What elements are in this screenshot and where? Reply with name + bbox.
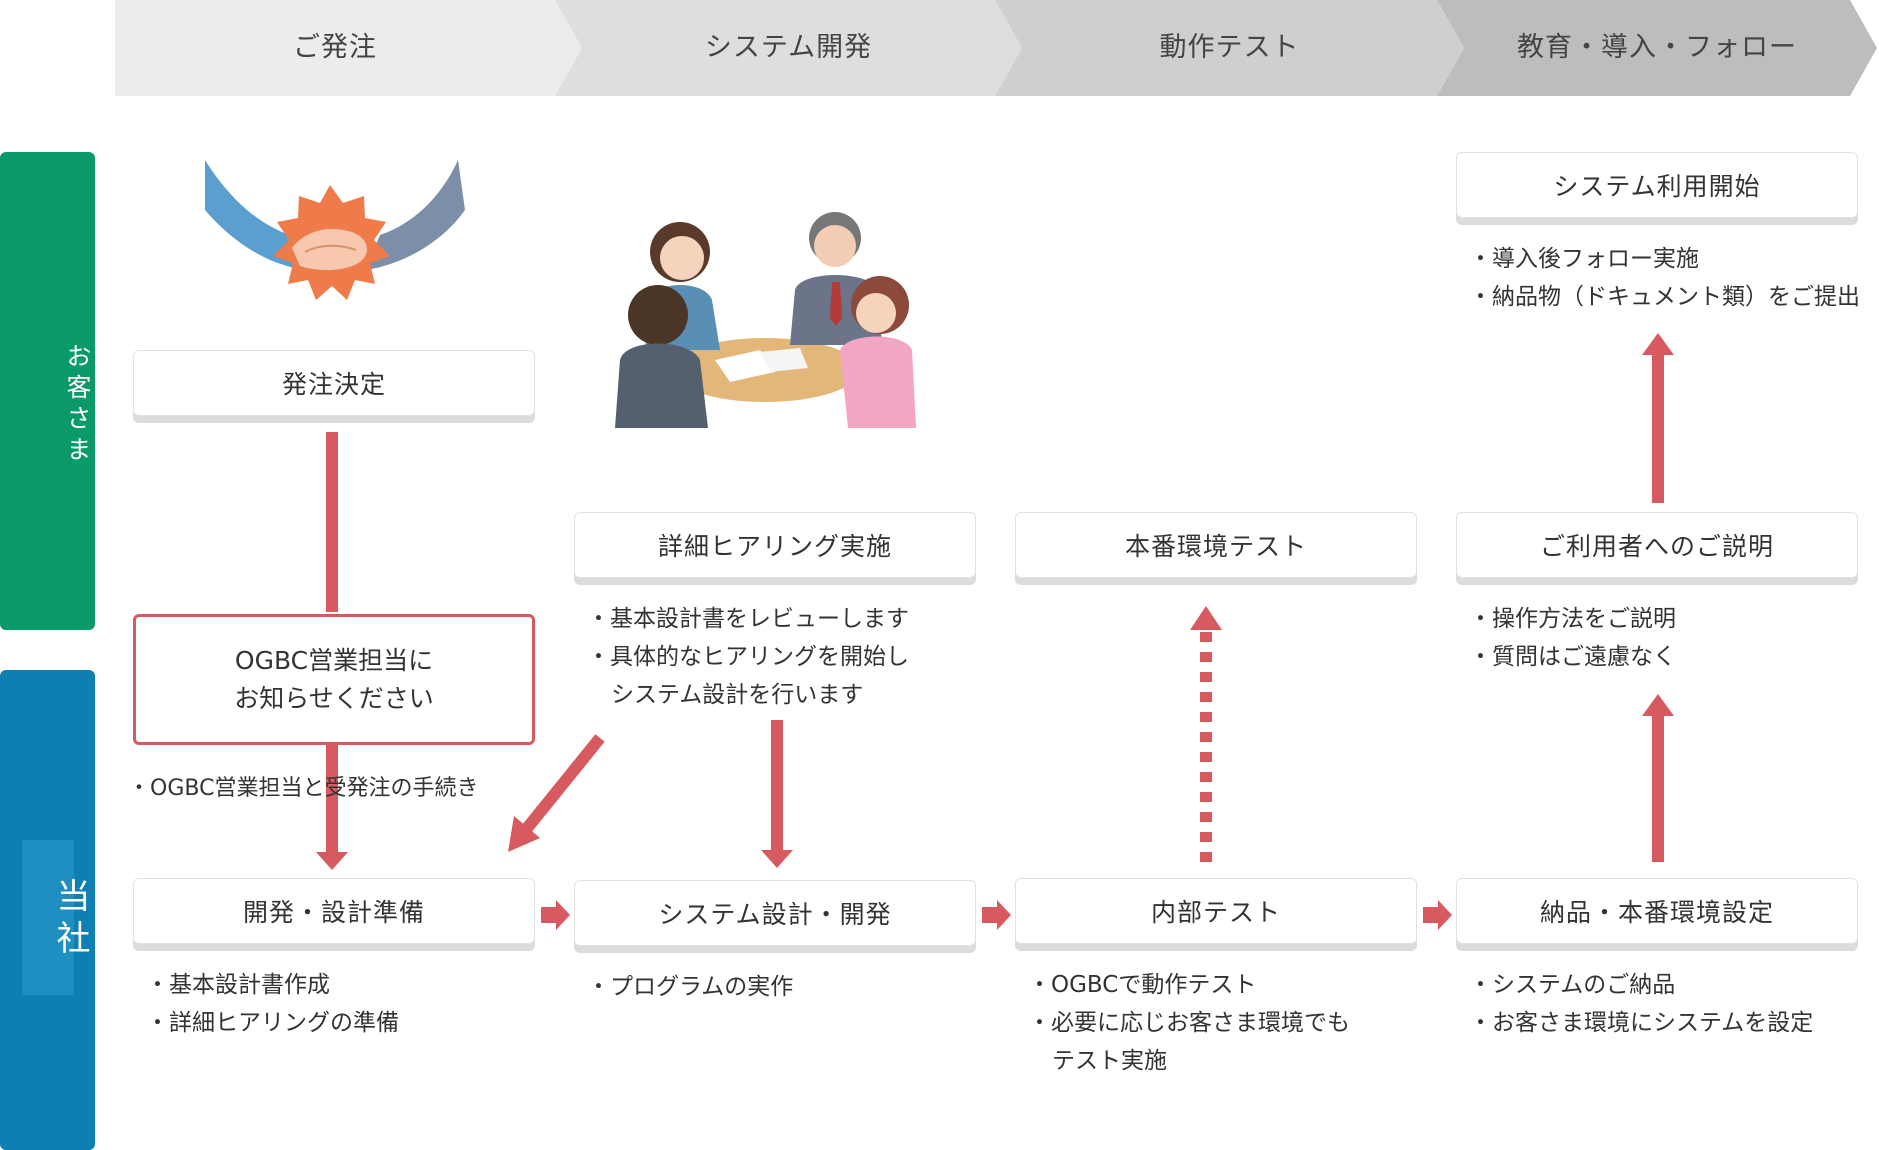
phase-chevron-test	[995, 0, 1464, 96]
user-explanation-box: ご利用者へのご説明	[1456, 512, 1858, 578]
contact-sales-box: OGBC営業担当に お知らせください	[133, 614, 535, 745]
phase-followup-label: 教育・導入・フォロー	[1517, 32, 1797, 63]
phase-dev-label: システム開発	[704, 32, 873, 63]
system-start-box: システム利用開始	[1456, 152, 1858, 218]
flow-arrows	[316, 333, 1674, 930]
phase-chevron-followup	[1437, 0, 1877, 96]
handshake-illustration	[205, 160, 465, 300]
note-line: 納品物（ドキュメント類）をご提出	[1469, 278, 1860, 316]
note-line: 質問はご遠慮なく	[1469, 638, 1676, 676]
lane-company-inner	[22, 840, 74, 995]
note-line: お客さま環境にシステムを設定	[1469, 1004, 1813, 1042]
note-line: 基本設計書をレビューします	[587, 600, 909, 638]
lane-company-label: 当社	[50, 878, 90, 962]
note-line: 必要に応じお客さま環境でも	[1028, 1004, 1350, 1042]
internal-test-notes: OGBCで動作テスト 必要に応じお客さま環境でも テスト実施	[1028, 966, 1350, 1080]
note-line-cont: テスト実施	[1052, 1048, 1167, 1074]
note-line: 導入後フォロー実施	[1469, 240, 1860, 278]
note-line: OGBCで動作テスト	[1028, 966, 1350, 1004]
contact-procedure-note: OGBC営業担当と受発注の手続き	[128, 770, 478, 808]
note-line: 具体的なヒアリングを開始し	[587, 638, 909, 676]
delivery-box: 納品・本番環境設定	[1456, 878, 1858, 944]
note-line: 操作方法をご説明	[1469, 600, 1676, 638]
contact-sales-line1: OGBC営業担当に	[234, 645, 434, 675]
note-line-cont: システム設計を行います	[611, 682, 864, 708]
phase-chevron-dev	[555, 0, 1022, 96]
system-design-box: システム設計・開発	[574, 880, 976, 946]
delivery-notes: システムのご納品 お客さま環境にシステムを設定	[1469, 966, 1813, 1042]
phase-test-label: 動作テスト	[1159, 32, 1300, 63]
lane-customer-label: お客さま	[63, 343, 92, 467]
phase-bar	[115, 0, 1877, 96]
detail-hearing-box: 詳細ヒアリング実施	[574, 512, 976, 578]
meeting-illustration	[615, 212, 916, 428]
note-line: プログラムの実作	[587, 968, 793, 1006]
note-line: 詳細ヒアリングの準備	[146, 1004, 399, 1042]
dev-prep-box: 開発・設計準備	[133, 878, 535, 944]
phase-order-label: ご発注	[293, 32, 377, 63]
note-line: 基本設計書作成	[146, 966, 399, 1004]
dev-prep-notes: 基本設計書作成 詳細ヒアリングの準備	[146, 966, 399, 1042]
phase-chevron-order	[115, 0, 582, 96]
user-explanation-notes: 操作方法をご説明 質問はご遠慮なく	[1469, 600, 1676, 676]
internal-test-box: 内部テスト	[1015, 878, 1417, 944]
system-design-notes: プログラムの実作	[587, 968, 793, 1006]
contact-sales-line2: お知らせください	[234, 683, 434, 713]
production-test-box: 本番環境テスト	[1015, 512, 1417, 578]
detail-hearing-notes: 基本設計書をレビューします 具体的なヒアリングを開始し システム設計を行います	[587, 600, 909, 714]
order-decision-box: 発注決定	[133, 350, 535, 416]
lane-customer	[0, 152, 95, 630]
system-start-notes: 導入後フォロー実施 納品物（ドキュメント類）をご提出	[1469, 240, 1860, 316]
note-line: システムのご納品	[1469, 966, 1813, 1004]
note-line: OGBC営業担当と受発注の手続き	[128, 770, 478, 808]
